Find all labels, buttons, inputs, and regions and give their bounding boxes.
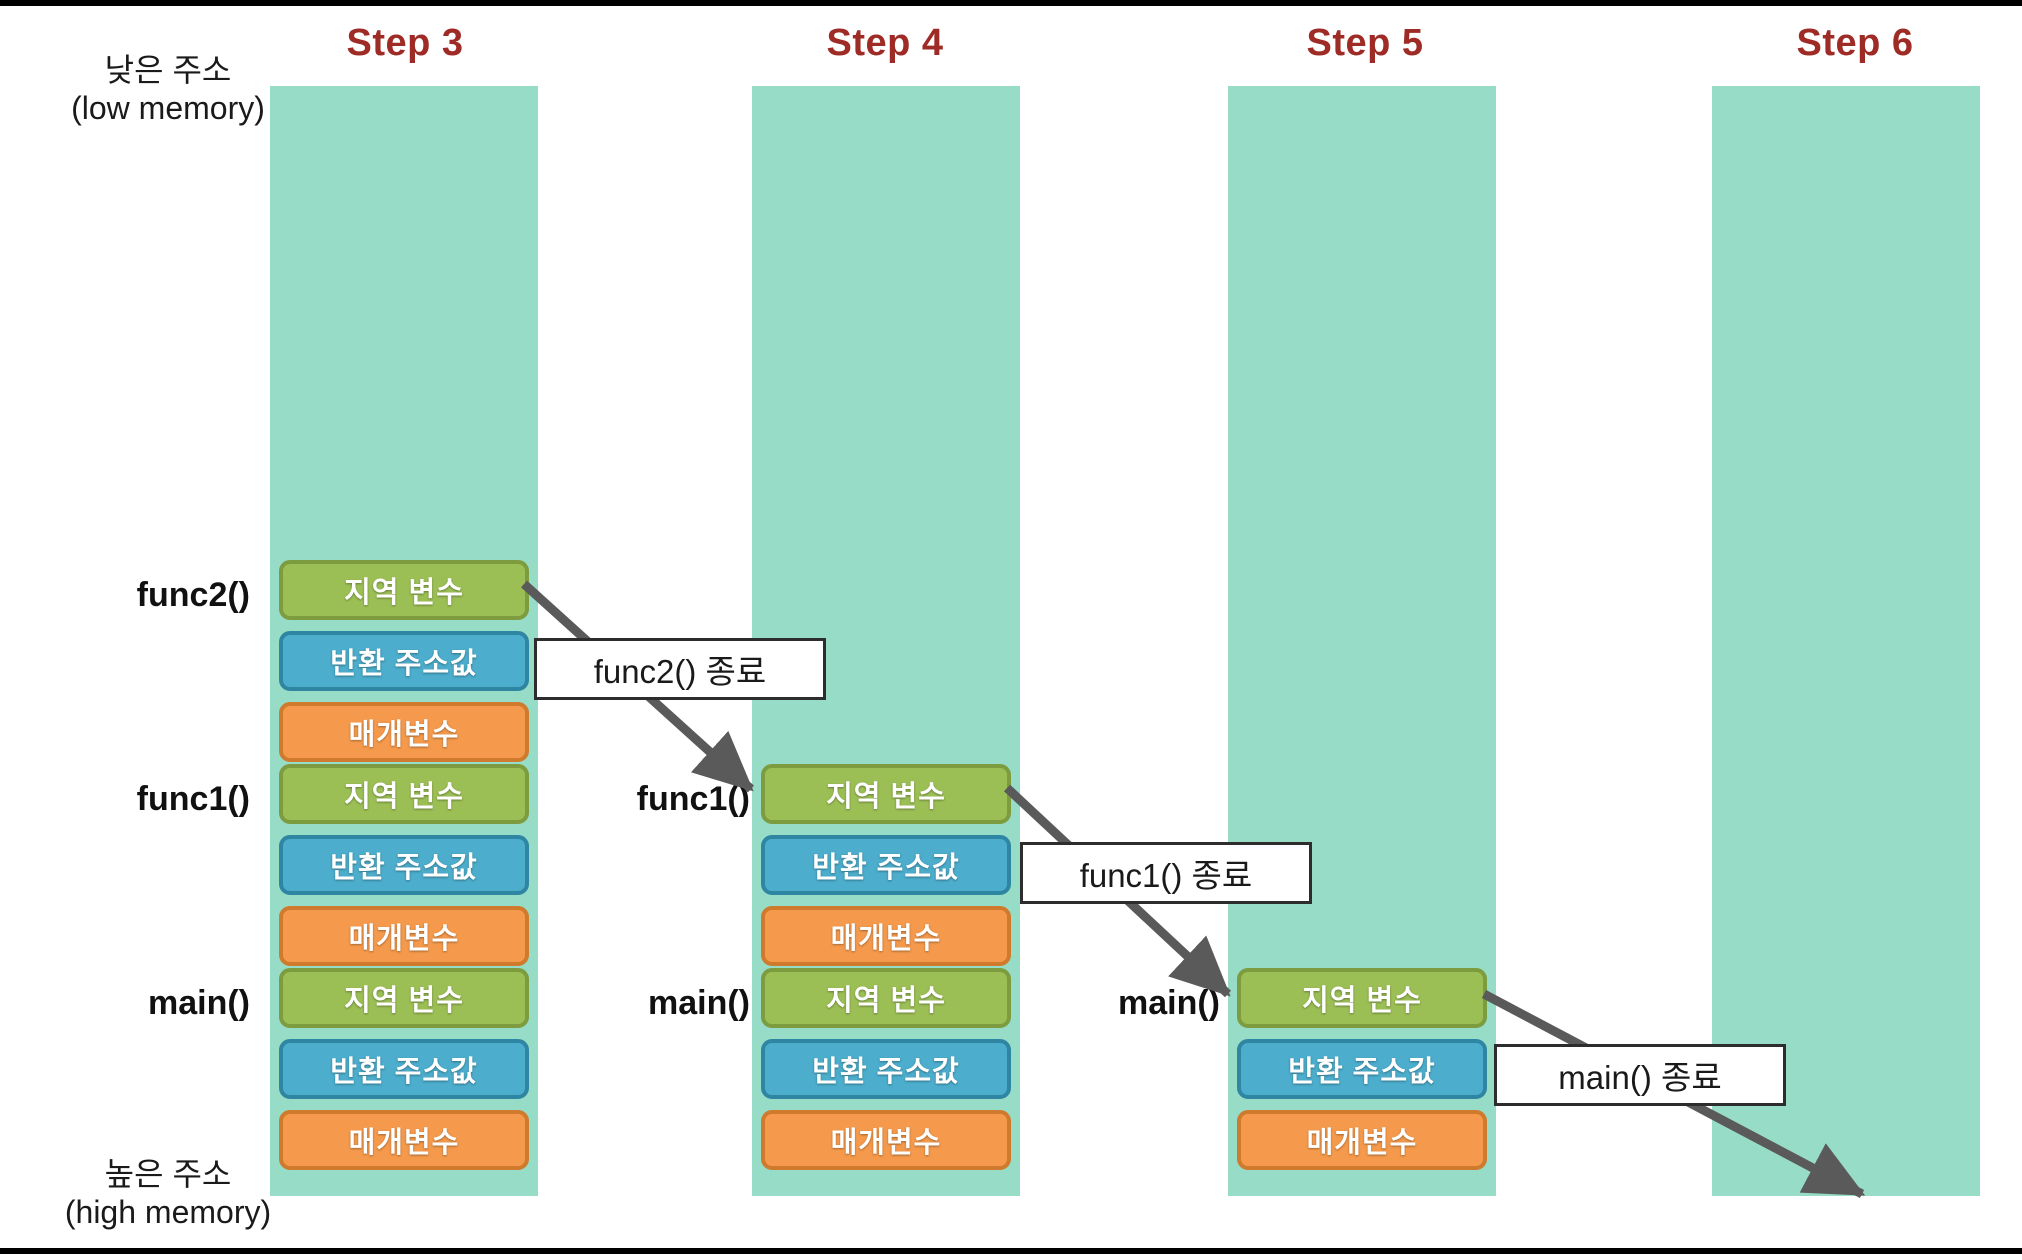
frame-label-step4-func1: func1() [636, 780, 750, 818]
block-step3-func1-local: 지역 변수 [279, 764, 529, 824]
block-step3-main-return: 반환 주소값 [279, 1039, 529, 1099]
block-step3-func1-param: 매개변수 [279, 906, 529, 966]
block-step4-main-param: 매개변수 [761, 1110, 1011, 1170]
frame-label-step3-func1: func1() [136, 780, 250, 818]
memory-column-step-5 [1228, 86, 1496, 1196]
high-memory-label: 높은 주소 (high memory) [18, 1156, 318, 1232]
callout-func1-exit: func1() 종료 [1020, 842, 1312, 904]
frame-label-step5-main: main() [1118, 984, 1220, 1022]
block-step5-main-return: 반환 주소값 [1237, 1039, 1487, 1099]
callout-func2-exit: func2() 종료 [534, 638, 826, 700]
callout-main-exit: main() 종료 [1494, 1044, 1786, 1106]
block-step3-func2-param: 매개변수 [279, 702, 529, 762]
low-memory-label: 낮은 주소 (low memory) [18, 52, 318, 128]
block-step3-func2-local: 지역 변수 [279, 560, 529, 620]
frame-label-step3-main: main() [148, 984, 250, 1022]
low-memory-label-en: (low memory) [71, 89, 265, 126]
low-memory-label-ko: 낮은 주소 [104, 52, 232, 88]
step-header-6: Step 6 [1796, 22, 1914, 64]
step-header-3: Step 3 [346, 22, 464, 64]
step-header-5: Step 5 [1306, 22, 1424, 64]
high-memory-label-en: (high memory) [64, 1193, 272, 1230]
frame-label-step4-main: main() [648, 984, 750, 1022]
memory-column-step-6 [1712, 86, 1980, 1196]
high-memory-label-ko: 높은 주소 [104, 1156, 232, 1192]
block-step3-main-local: 지역 변수 [279, 968, 529, 1028]
block-step4-main-local: 지역 변수 [761, 968, 1011, 1028]
block-step4-func1-local: 지역 변수 [761, 764, 1011, 824]
block-step5-main-local: 지역 변수 [1237, 968, 1487, 1028]
block-step4-main-return: 반환 주소값 [761, 1039, 1011, 1099]
block-step3-func1-return: 반환 주소값 [279, 835, 529, 895]
block-step3-main-param: 매개변수 [279, 1110, 529, 1170]
block-step4-func1-return: 반환 주소값 [761, 835, 1011, 895]
step-header-4: Step 4 [826, 22, 944, 64]
frame-label-step3-func2: func2() [136, 576, 250, 614]
block-step3-func2-return: 반환 주소값 [279, 631, 529, 691]
block-step5-main-param: 매개변수 [1237, 1110, 1487, 1170]
block-step4-func1-param: 매개변수 [761, 906, 1011, 966]
